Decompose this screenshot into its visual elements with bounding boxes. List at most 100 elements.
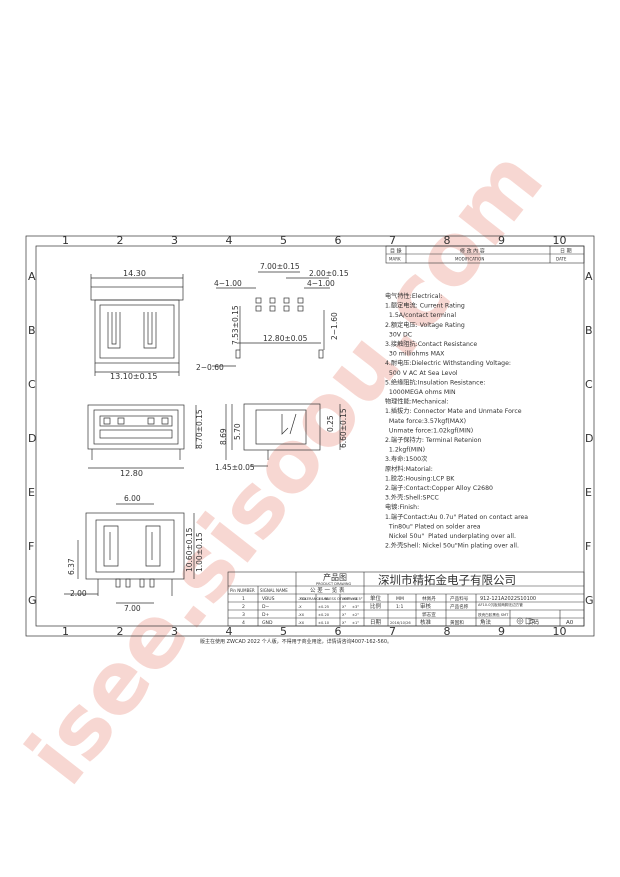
- rev-header-mark: 目 錄: [390, 248, 402, 255]
- grid-row-right-B: B: [585, 324, 593, 337]
- pin-2: 2: [242, 604, 245, 610]
- grid-col-bottom-10: 10: [553, 625, 567, 638]
- dim-side-offset: 1.45±0.05: [215, 463, 255, 472]
- dim-pcb-v: 7.53±0.15: [231, 305, 240, 345]
- note-line: 物理性能:Mechanical:: [385, 398, 449, 406]
- dim-side-h2: 5.70: [233, 423, 242, 440]
- approve-label: 核准: [420, 618, 432, 626]
- view-label: 角法: [480, 618, 492, 626]
- inner-frame: [35, 245, 585, 627]
- unit-value: MM: [396, 596, 404, 602]
- scale-label: 比例: [370, 602, 382, 610]
- pin-2-signal: D−: [262, 604, 270, 610]
- dim-bot-left: 2.00: [70, 589, 87, 598]
- grid-col-bottom-5: 5: [280, 625, 287, 638]
- title-block: [227, 571, 585, 627]
- company-name: 深圳市精拓金电子有限公司: [378, 573, 516, 587]
- grid-col-9: 9: [498, 234, 505, 247]
- note-line: 2.端子保持力: Terminal Retenion: [385, 436, 481, 444]
- part-no-label: 产品料号: [450, 595, 469, 602]
- dim-pcb-peg: 2−0.60: [196, 363, 224, 372]
- tol-r3c1: ±0.05: [318, 597, 329, 601]
- dim-bot-h1: 6.37: [67, 558, 76, 575]
- note-line: 3.接触阻抗:Contact Resistance: [385, 340, 477, 348]
- outer-frame: [25, 235, 595, 637]
- dim-bot-h3: 1.00±0.15: [195, 532, 204, 572]
- tolerance-label: 公 差 一 览 表: [310, 586, 345, 594]
- dim-top-bottom: 13.10±0.15: [110, 372, 157, 381]
- dim-pcb-pitch: 2.00±0.15: [309, 269, 349, 278]
- name-label: 产品名称: [450, 603, 469, 610]
- date-value: 2016/10/26: [390, 621, 411, 625]
- pin-1: 1: [242, 596, 245, 602]
- check-value: 郭志宣: [422, 611, 436, 618]
- note-line: 2.额定电压: Voltage Rating: [385, 321, 465, 329]
- dim-bot-width: 6.00: [124, 494, 141, 503]
- tol-r1c3: ±2°: [352, 613, 359, 617]
- grid-row-right-D: D: [585, 432, 593, 445]
- tolerance-sub: TOLERANCE UNLESS OTHERWISE: [299, 597, 358, 601]
- grid-col-bottom-9: 9: [498, 625, 505, 638]
- spec-notes: 电气特性:Electrical:1.额定电流: Current Rating 1…: [385, 292, 528, 550]
- product-sub: PRODUCT DRAWING: [316, 582, 352, 586]
- rev-header-date: 日 期: [560, 249, 572, 255]
- check-label: 审核: [420, 602, 432, 610]
- name-value-2: 铁壳白胶黑色 SMT: [478, 612, 509, 617]
- scale-value: 1:1: [396, 604, 403, 610]
- tol-r3c0: .XXX: [298, 597, 307, 601]
- tol-r2c3: ±1°: [352, 621, 359, 625]
- date-label: 日期: [370, 619, 382, 626]
- note-line: 电镀:Finish:: [385, 503, 419, 511]
- top-view: [90, 274, 184, 376]
- tol-r3c2: .XX°: [342, 597, 350, 601]
- approve-value: 黄国和: [450, 619, 464, 626]
- grid-col-4: 4: [226, 234, 233, 247]
- draw-name: 林佩丹: [422, 595, 436, 602]
- grid-row-C: C: [28, 378, 36, 391]
- note-line: 2.端子:Contact:Copper Alloy C2680: [385, 484, 493, 492]
- revision-block: 目 錄 修 改 內 容 日 期 MARK MODIFICATION DATE: [385, 245, 585, 264]
- name-value: AF10.0沉板前两脚无边方管: [478, 602, 523, 607]
- grid-row-E: E: [28, 486, 35, 499]
- dim-top-width: 14.30: [123, 269, 146, 278]
- grid-col-bottom-8: 8: [444, 625, 451, 638]
- dim-side-t2: 6.60±0.15: [339, 408, 348, 448]
- note-line: 1.端子Contact:Au 0.7u" Plated on contact a…: [385, 513, 528, 521]
- note-line: 500 V AC At Sea Levol: [385, 370, 458, 377]
- pin-4-signal: GND: [262, 620, 273, 626]
- grid-col-bottom-7: 7: [389, 625, 396, 638]
- grid-col-6: 6: [335, 234, 342, 247]
- front-view: [87, 404, 197, 469]
- side-view: [225, 403, 341, 467]
- bottom-view: [64, 503, 195, 604]
- tol-r0c2: X°: [342, 605, 346, 609]
- pcb-layout-view: [212, 271, 330, 367]
- note-line: 3.寿命:1500次: [385, 455, 427, 463]
- dim-pcb-span: 12.80±0.05: [263, 334, 308, 343]
- grid-col-bottom-6: 6: [335, 625, 342, 638]
- tol-r2c2: X°: [342, 621, 346, 625]
- dim-front-width: 12.80: [120, 469, 143, 478]
- note-line: 电气特性:Electrical:: [385, 292, 442, 300]
- note-line: 4.耐电压:Dielectric Withstanding Voltage:: [385, 359, 511, 367]
- grid-col-bottom-3: 3: [171, 625, 178, 638]
- tol-r1c1: ±0.20: [318, 613, 330, 617]
- note-line: 5.绝缘阻抗:Insulation Resistance:: [385, 378, 485, 386]
- pin-header-number: Pin NUMBER: [230, 588, 255, 593]
- grid-row-right-E: E: [585, 486, 592, 499]
- grid-col-2: 2: [117, 234, 124, 247]
- rev-sub-mark: MARK: [389, 257, 401, 262]
- pin-3: 3: [242, 612, 245, 618]
- pin-header-signal: SIGNAL NAME: [260, 588, 288, 593]
- tol-r2c1: ±0.10: [318, 621, 330, 625]
- grid-col-bottom-1: 1: [62, 625, 69, 638]
- grid-row-right-F: F: [585, 540, 591, 553]
- grid-row-D: D: [28, 432, 36, 445]
- tol-r1c0: .XX: [298, 613, 305, 617]
- grid-col-1: 1: [62, 234, 69, 247]
- note-line: 30V DC: [385, 331, 412, 338]
- grid-col-5: 5: [280, 234, 287, 247]
